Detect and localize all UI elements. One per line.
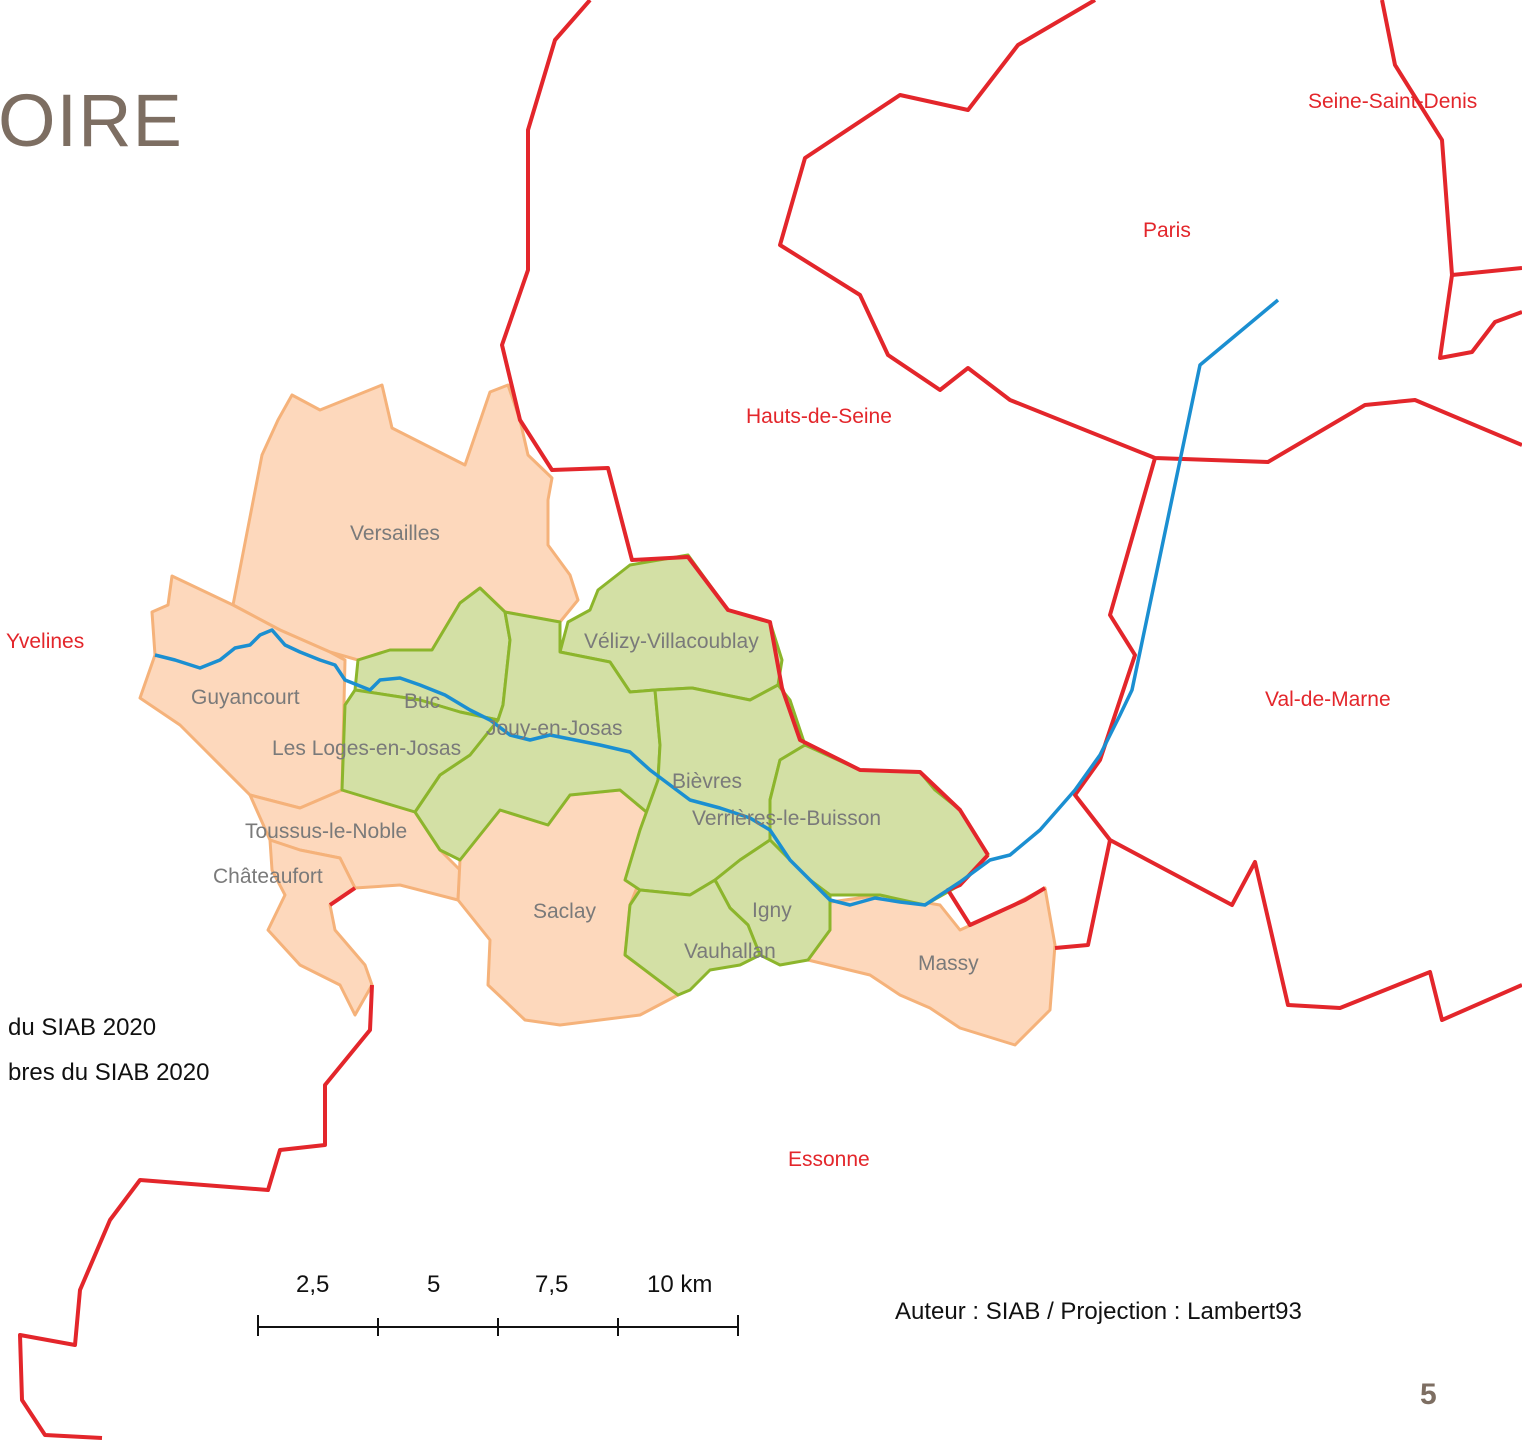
label-chateaufort: Châteaufort	[213, 865, 323, 888]
commune-vauhallan	[623, 878, 762, 997]
commune-labels: Versailles Vélizy-Villacoublay Guyancour…	[191, 522, 979, 975]
label-velizy: Vélizy-Villacoublay	[584, 630, 759, 653]
map-credit: Auteur : SIAB / Projection : Lambert93	[895, 1298, 1302, 1325]
legend-non-members: bres du SIAB 2020	[8, 1059, 210, 1086]
boundary-southwest	[18, 984, 374, 1440]
legend-members: du SIAB 2020	[8, 1014, 157, 1041]
label-massy: Massy	[918, 952, 979, 975]
commune-loges	[340, 688, 500, 814]
label-bievres: Bièvres	[672, 770, 742, 793]
label-paris: Paris	[1143, 219, 1191, 242]
boundary-ne	[1380, 0, 1522, 277]
label-verrieres: Verrières-le-Buisson	[692, 807, 881, 830]
label-yvelines: Yvelines	[6, 630, 84, 653]
department-boundaries	[18, 0, 1522, 1440]
label-toussus: Toussus-le-Noble	[245, 820, 407, 843]
label-igny: Igny	[752, 899, 792, 922]
scale-label-4: 10 km	[647, 1271, 712, 1298]
boundary-ne-2	[1438, 274, 1522, 360]
member-communes	[340, 553, 990, 997]
scale-label-2: 5	[427, 1271, 440, 1298]
scale-label-3: 7,5	[535, 1271, 568, 1298]
label-saclay: Saclay	[533, 900, 597, 923]
boundary-sw-link	[328, 886, 357, 907]
non-member-communes	[138, 383, 1057, 1047]
boundary-west	[500, 0, 990, 857]
label-vauhallan: Vauhallan	[684, 940, 776, 963]
label-seine-saint-denis: Seine-Saint-Denis	[1308, 90, 1477, 113]
label-versailles: Versailles	[350, 522, 440, 545]
boundary-massy	[1054, 839, 1112, 950]
page-number: 5	[1420, 1378, 1437, 1411]
scale-bar: 2,5 5 7,5 10 km	[257, 1271, 739, 1336]
label-jouy: Jouy-en-Josas	[486, 717, 623, 740]
label-loges: Les Loges-en-Josas	[272, 737, 461, 760]
label-essonne: Essonne	[788, 1148, 870, 1171]
label-buc: Buc	[404, 690, 440, 713]
river-bievre	[154, 298, 1280, 907]
label-guyancourt: Guyancourt	[191, 686, 300, 709]
boundary-paris	[778, 0, 1522, 464]
label-hauts-de-seine: Hauts-de-Seine	[746, 405, 892, 428]
label-val-de-marne: Val-de-Marne	[1265, 688, 1391, 711]
department-labels: Seine-Saint-Denis Paris Hauts-de-Seine Y…	[6, 90, 1477, 1171]
boundary-east	[1073, 457, 1522, 1022]
commune-massy	[806, 886, 1057, 1047]
scale-label-1: 2,5	[296, 1271, 329, 1298]
page-title: OIRE	[0, 79, 183, 162]
